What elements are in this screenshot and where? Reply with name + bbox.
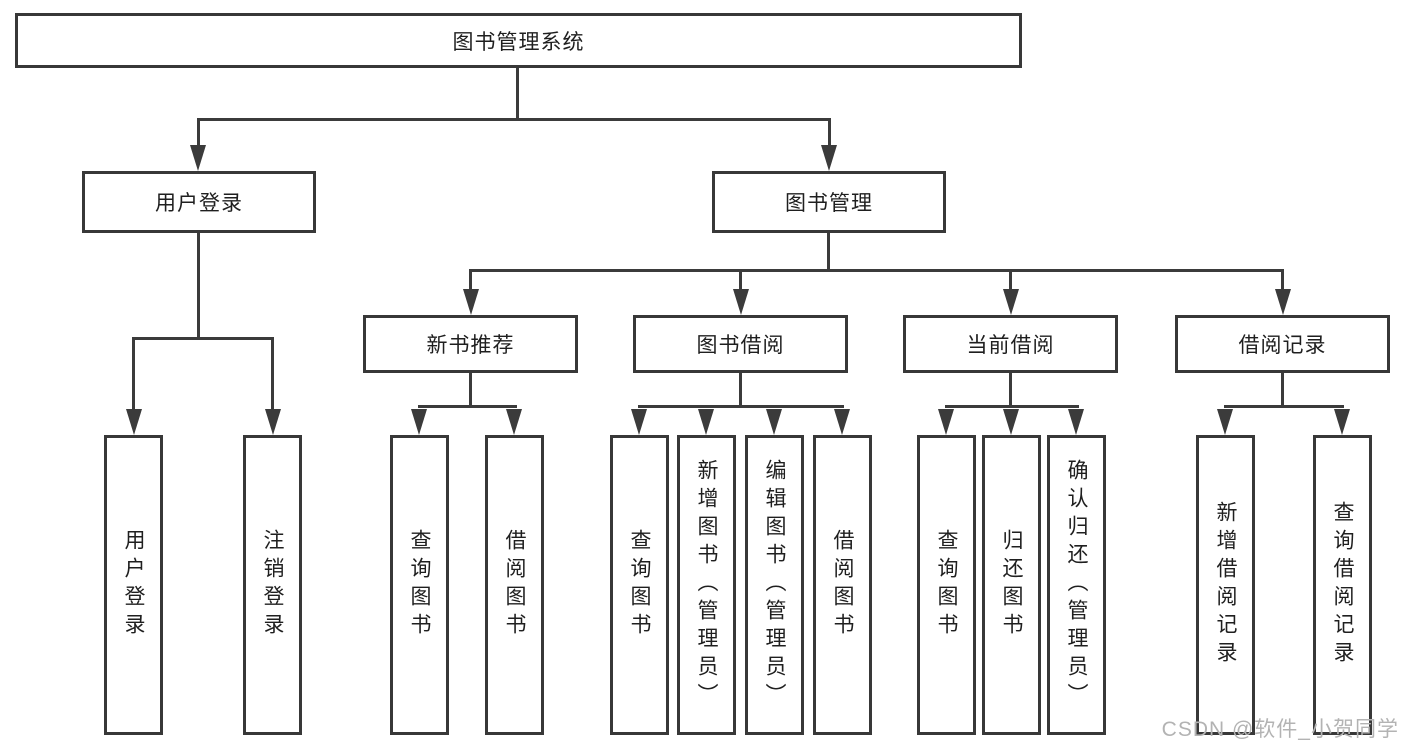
connector-book-drop-1 (469, 269, 472, 293)
connector-current-horizontal (945, 405, 1079, 408)
node-label: 借阅记录 (1238, 334, 1327, 357)
leaf-recommend-borrow-books: 借阅图书 (485, 435, 544, 735)
leaf-user-logout: 注销登录 (243, 435, 302, 735)
arrowhead-to-borrow-records (1275, 289, 1291, 315)
connector-borrow-stem (739, 373, 742, 407)
leaf-current-confirm-return-admin: 确认归还（管理员） (1047, 435, 1106, 735)
leaf-label: 注销登录 (261, 529, 284, 641)
arrowhead-to-user-login-leaf (126, 409, 142, 435)
arrowhead-to-borrow-add (698, 409, 714, 435)
arrowhead-to-user-login-branch (190, 145, 206, 171)
connector-book-drop-3 (1009, 269, 1012, 293)
leaf-label: 借阅图书 (831, 529, 854, 641)
leaf-label: 新增借阅记录 (1214, 501, 1237, 669)
leaf-label: 编辑图书（管理员） (763, 459, 786, 711)
connector-book-horizontal (469, 269, 1284, 272)
leaf-current-return-books: 归还图书 (982, 435, 1041, 735)
leaf-records-query-borrow-record: 查询借阅记录 (1313, 435, 1372, 735)
node-label: 当前借阅 (966, 334, 1055, 357)
leaf-label: 查询图书 (935, 529, 958, 641)
node-label: 新书推荐 (426, 334, 515, 357)
connector-recommend-stem (469, 373, 472, 407)
csdn-watermark: CSDN @软件_小贺同学 (1161, 718, 1399, 741)
arrowhead-to-borrow-borrow (834, 409, 850, 435)
node-current-borrow: 当前借阅 (903, 315, 1118, 373)
connector-user-stem (197, 233, 200, 339)
connector-records-horizontal (1224, 405, 1344, 408)
leaf-records-add-borrow-record: 新增借阅记录 (1196, 435, 1255, 735)
connector-user-drop-right (271, 337, 274, 412)
arrowhead-to-recommend-query (411, 409, 427, 435)
node-library-system-root: 图书管理系统 (15, 13, 1022, 68)
connector-user-horizontal (132, 337, 274, 340)
connector-records-stem (1281, 373, 1284, 407)
arrowhead-to-book-management-branch (821, 145, 837, 171)
leaf-label: 查询图书 (408, 529, 431, 641)
connector-root-stem (516, 68, 519, 118)
arrowhead-to-current-borrow (1003, 289, 1019, 315)
arrowhead-to-borrow-edit (766, 409, 782, 435)
leaf-borrow-edit-books-admin: 编辑图书（管理员） (745, 435, 804, 735)
node-user-login-branch: 用户登录 (82, 171, 316, 233)
arrowhead-to-recommend-borrow (506, 409, 522, 435)
node-borrow-records: 借阅记录 (1175, 315, 1390, 373)
arrowhead-to-borrow-query (631, 409, 647, 435)
connector-current-stem (1009, 373, 1012, 407)
connector-user-drop-left (132, 337, 135, 412)
arrowhead-to-current-confirm (1068, 409, 1084, 435)
leaf-label: 查询图书 (628, 529, 651, 641)
leaf-borrow-query-books: 查询图书 (610, 435, 669, 735)
node-book-borrow: 图书借阅 (633, 315, 848, 373)
node-new-book-recommend: 新书推荐 (363, 315, 578, 373)
arrowhead-to-records-add (1217, 409, 1233, 435)
connector-book-drop-2 (739, 269, 742, 293)
leaf-label: 用户登录 (122, 529, 145, 641)
connector-root-horizontal (198, 118, 831, 121)
node-label: 图书管理系统 (452, 30, 585, 54)
connector-recommend-horizontal (418, 405, 517, 408)
arrowhead-to-new-book-recommend (463, 289, 479, 315)
arrowhead-to-user-logout-leaf (265, 409, 281, 435)
leaf-label: 新增图书（管理员） (695, 459, 718, 711)
arrowhead-to-current-return (1003, 409, 1019, 435)
leaf-current-query-books: 查询图书 (917, 435, 976, 735)
node-label: 图书管理 (785, 192, 873, 215)
connector-book-drop-4 (1281, 269, 1284, 293)
leaf-label: 查询借阅记录 (1331, 501, 1354, 669)
leaf-label: 归还图书 (1000, 529, 1023, 641)
leaf-user-login: 用户登录 (104, 435, 163, 735)
connector-root-drop-right (828, 118, 831, 150)
leaf-label: 借阅图书 (503, 529, 526, 641)
leaf-label: 确认归还（管理员） (1065, 459, 1088, 711)
connector-book-stem (827, 233, 830, 271)
node-label: 图书借阅 (696, 334, 785, 357)
leaf-recommend-query-books: 查询图书 (390, 435, 449, 735)
connector-root-drop-left (197, 118, 200, 150)
node-book-management-branch: 图书管理 (712, 171, 946, 233)
leaf-borrow-add-books-admin: 新增图书（管理员） (677, 435, 736, 735)
arrowhead-to-records-query (1334, 409, 1350, 435)
arrowhead-to-current-query (938, 409, 954, 435)
arrowhead-to-book-borrow (733, 289, 749, 315)
node-label: 用户登录 (155, 192, 243, 215)
leaf-borrow-borrow-books: 借阅图书 (813, 435, 872, 735)
connector-borrow-horizontal (638, 405, 844, 408)
